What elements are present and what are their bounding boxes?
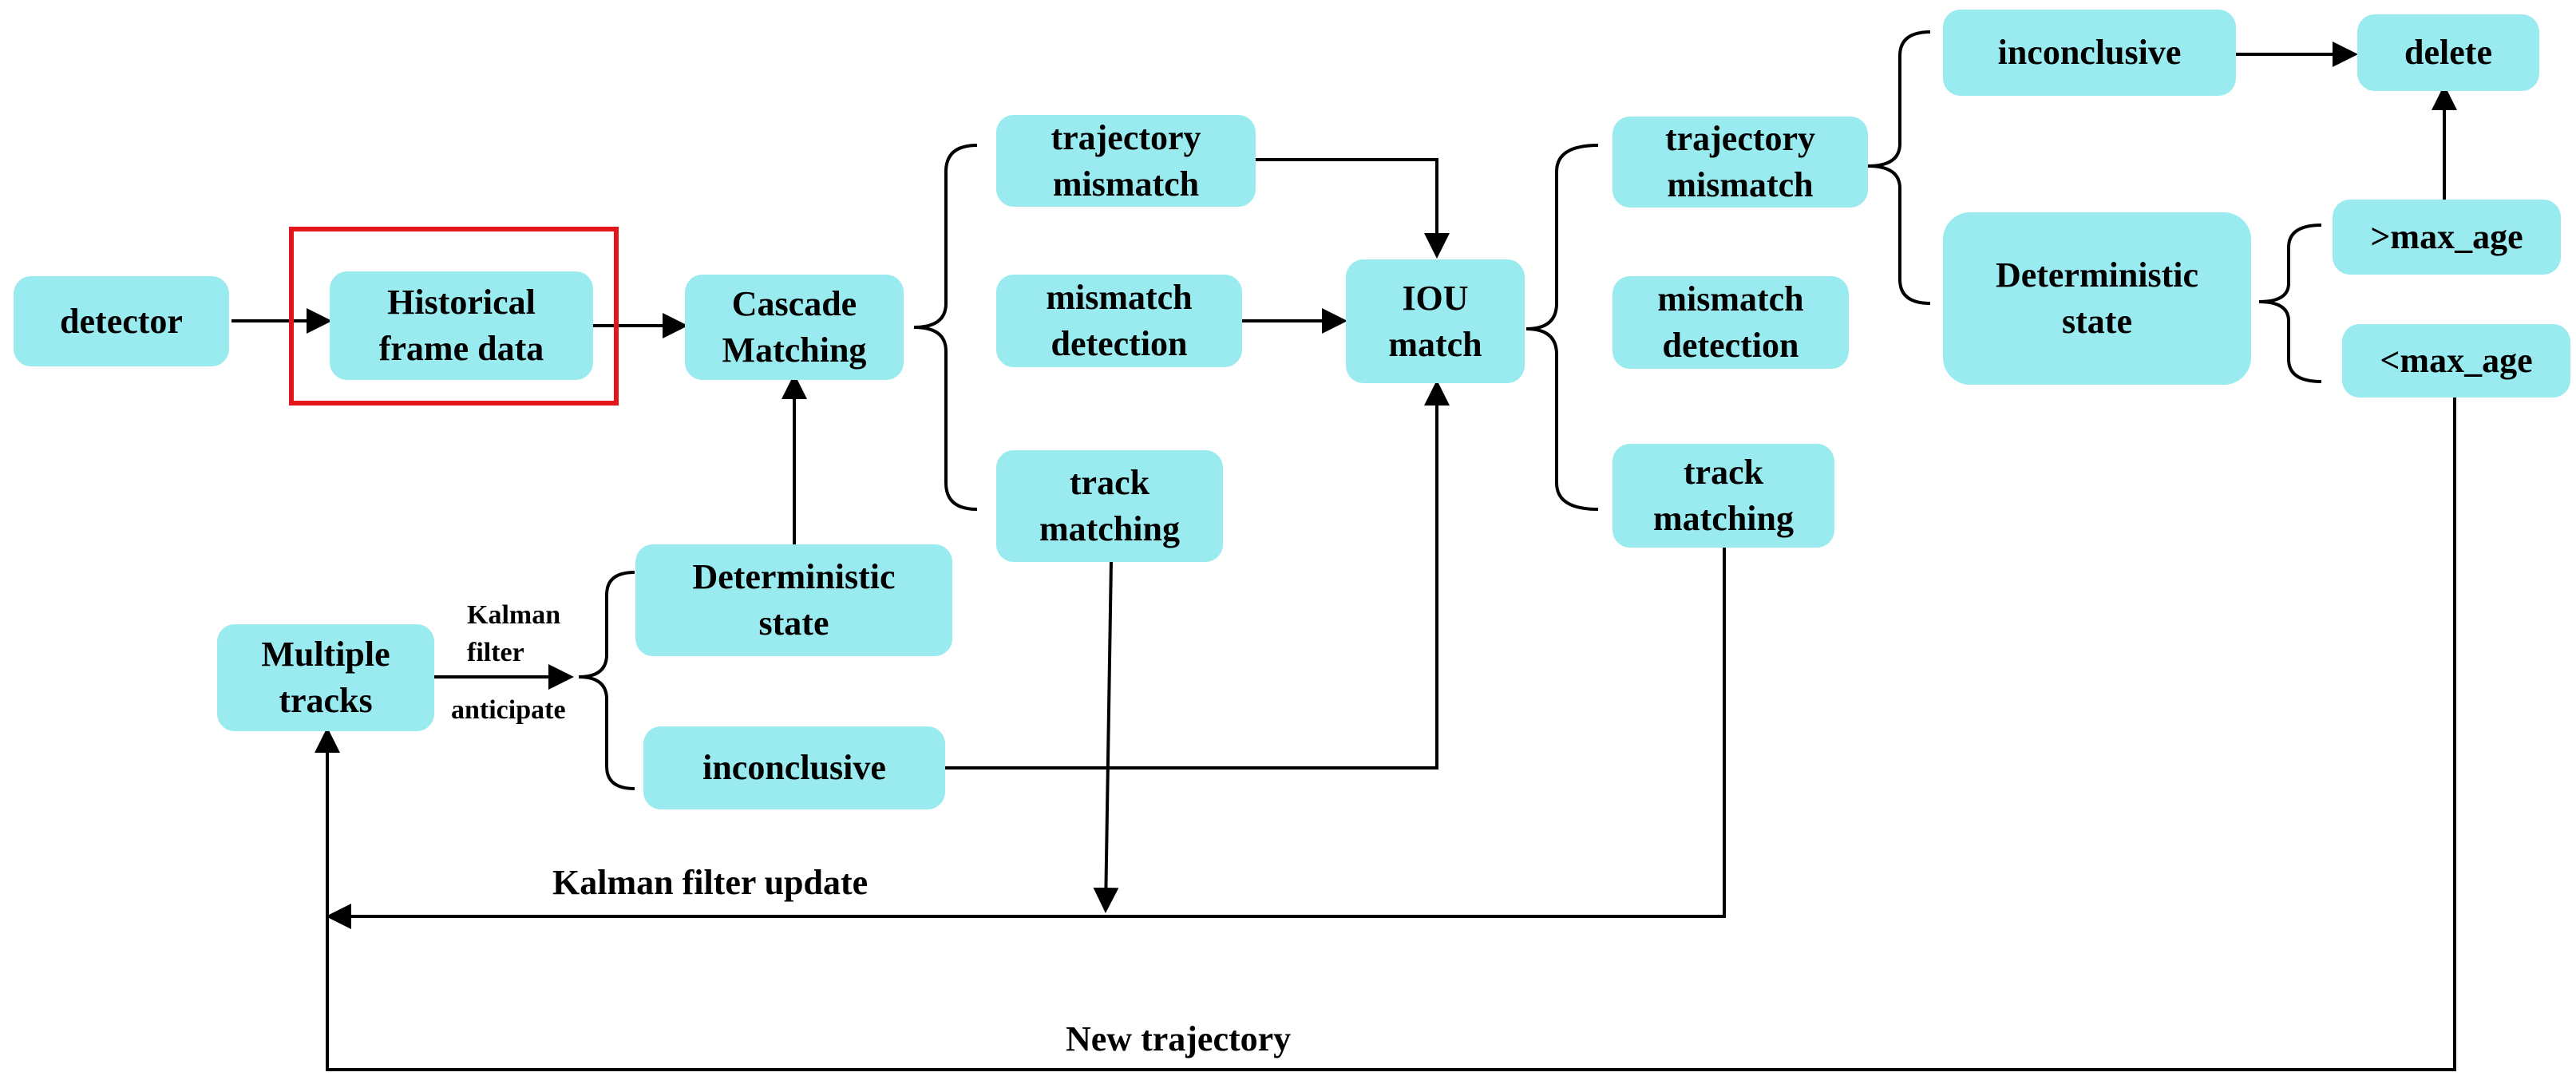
label-kalman: Kalman (467, 600, 561, 630)
node-detector: detector (14, 276, 229, 366)
arrow-traj-mismatch-to-iou (1255, 158, 1450, 259)
node-cascade-matching: Cascade Matching (685, 275, 904, 380)
label-kalman-filter-update: Kalman filter update (552, 863, 869, 902)
node-mismatch-detection-2: mismatch detection (1612, 276, 1849, 369)
bracket-det-right (2258, 224, 2322, 383)
node-inconclusive-top: inconclusive (1943, 10, 2236, 96)
node-inconclusive-bottom: inconclusive (643, 726, 945, 809)
node-track-matching-2: track matching (1612, 444, 1834, 548)
arrow-inconclusive-to-iou (944, 380, 1450, 770)
node-trajectory-mismatch-1: trajectory mismatch (996, 115, 1256, 207)
node-historical-frame-data: Historical frame data (330, 271, 593, 380)
node-multiple-tracks: Multiple tracks (217, 624, 434, 731)
node-greater-max-age: >max_age (2333, 200, 2561, 275)
bracket-iou (1525, 144, 1599, 511)
bracket-cascade (913, 144, 978, 511)
label-filter: filter (467, 638, 524, 667)
arrow-kalman-update (326, 547, 1726, 929)
bracket-traj-mismatch-2 (1867, 30, 1931, 305)
label-new-trajectory: New trajectory (1066, 1019, 1292, 1058)
node-less-max-age: <max_age (2342, 324, 2570, 398)
arrow-track-match-1-down (1093, 560, 1119, 913)
node-delete: delete (2357, 14, 2539, 91)
node-mismatch-detection-1: mismatch detection (996, 275, 1242, 367)
arrow-new-trajectory (315, 398, 2456, 1071)
node-deterministic-state-right: Deterministic state (1943, 212, 2251, 385)
label-anticipate: anticipate (451, 695, 566, 725)
highlight-box (289, 227, 619, 406)
node-track-matching-1: track matching (996, 450, 1223, 562)
node-deterministic-state-left: Deterministic state (635, 544, 952, 656)
node-iou-match: IOU match (1346, 259, 1525, 383)
bracket-kalman (578, 571, 635, 790)
node-trajectory-mismatch-2: trajectory mismatch (1612, 117, 1868, 208)
